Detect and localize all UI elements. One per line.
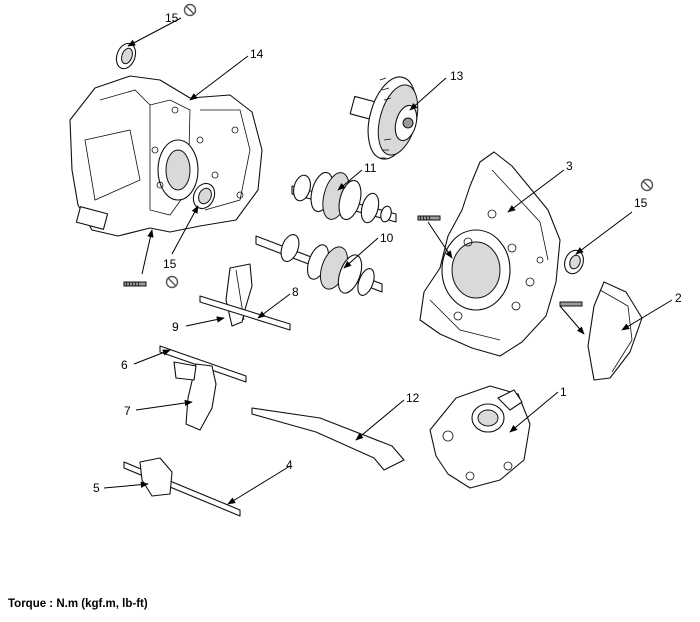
leader-lines <box>103 17 673 505</box>
shift-control-housing <box>429 385 531 489</box>
no-reuse-symbol-icon <box>183 3 197 17</box>
callout-10: 10 <box>380 231 394 245</box>
callout-12: 12 <box>406 391 420 405</box>
callout-8: 8 <box>292 285 299 299</box>
shift-rail-12 <box>251 407 405 471</box>
callout-5: 5 <box>93 481 100 495</box>
callout-11: 11 <box>364 161 377 175</box>
callout-2: 2 <box>675 291 682 305</box>
torque-caption: Torque : N.m (kgf.m, lb-ft) <box>8 598 148 610</box>
callout-9: 9 <box>172 320 179 334</box>
no-reuse-symbol-icon <box>165 275 179 289</box>
callout-14: 14 <box>250 47 264 61</box>
shift-rod-6 <box>159 345 247 383</box>
shift-lug-5 <box>139 457 173 497</box>
clutch-housing <box>69 75 263 237</box>
transaxle-cover <box>559 281 643 381</box>
callout-labels: 1 2 3 4 5 6 7 8 9 10 11 12 13 14 15 15 1… <box>93 11 682 495</box>
callout-6: 6 <box>121 358 128 372</box>
callout-3: 3 <box>566 159 573 173</box>
output-shaft <box>291 171 397 224</box>
oil-seal-middle <box>192 182 216 210</box>
differential-assembly <box>349 76 419 160</box>
housing-bolt <box>123 281 147 287</box>
callout-1: 1 <box>560 385 567 399</box>
callout-15-middle: 15 <box>163 257 177 271</box>
callout-4: 4 <box>286 458 293 472</box>
callout-15-top: 15 <box>165 11 179 25</box>
callout-13: 13 <box>450 69 464 83</box>
oil-seal-right <box>564 249 584 275</box>
input-shaft <box>255 234 383 296</box>
shift-fork-7 <box>173 361 217 431</box>
callout-7: 7 <box>124 404 131 418</box>
case-bolt <box>417 215 441 221</box>
oil-seal-top <box>115 42 137 70</box>
no-reuse-symbol-icon <box>640 178 654 192</box>
callout-15-right: 15 <box>634 196 648 210</box>
transaxle-case <box>419 151 561 357</box>
